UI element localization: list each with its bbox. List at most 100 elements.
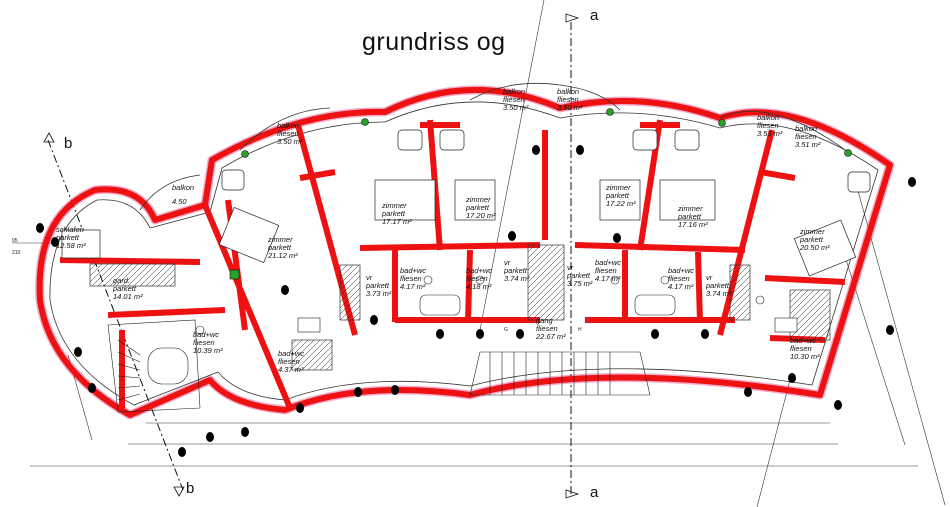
svg-text:parkett: parkett <box>503 266 528 275</box>
svg-text:17.20 m²: 17.20 m² <box>466 211 496 220</box>
sanitary-fixtures <box>195 275 798 335</box>
armchairs <box>221 129 871 193</box>
svg-text:balkon: balkon <box>172 183 194 192</box>
svg-text:3.51 m²: 3.51 m² <box>795 140 821 149</box>
svg-text:zimmer: zimmer <box>605 183 631 192</box>
svg-text:gard.: gard. <box>113 276 130 285</box>
svg-text:fliesen: fliesen <box>668 274 690 283</box>
room-label-balkon-0: balkon 4.50 <box>172 183 194 206</box>
svg-text:parkett: parkett <box>465 203 490 212</box>
svg-text:bad+wc: bad+wc <box>668 266 694 275</box>
svg-text:21.12 m²: 21.12 m² <box>267 251 298 260</box>
svg-text:17.17 m²: 17.17 m² <box>382 217 412 226</box>
svg-text:balkon: balkon <box>277 121 299 130</box>
staircases <box>107 319 651 413</box>
svg-text:zimmer: zimmer <box>465 195 491 204</box>
svg-text:H: H <box>578 327 582 333</box>
svg-text:fliesen: fliesen <box>595 266 617 275</box>
svg-text:fliesen: fliesen <box>277 129 299 138</box>
svg-text:fliesen: fliesen <box>503 95 525 104</box>
svg-text:17.22 m²: 17.22 m² <box>606 199 636 208</box>
svg-text:bad+wc: bad+wc <box>278 349 304 358</box>
svg-text:bad+wc: bad+wc <box>466 266 492 275</box>
svg-text:G: G <box>504 327 508 333</box>
svg-text:22.67 m²: 22.67 m² <box>535 332 566 341</box>
svg-text:parkett: parkett <box>605 191 630 200</box>
svg-text:3.50 m²: 3.50 m² <box>277 137 303 146</box>
svg-text:fliesen: fliesen <box>790 344 812 353</box>
svg-text:parkett: parkett <box>677 212 702 221</box>
svg-text:parkett: parkett <box>365 281 390 290</box>
svg-text:4.18 m²: 4.18 m² <box>466 282 492 291</box>
svg-text:balkon: balkon <box>795 124 817 133</box>
outer-walls <box>35 85 895 420</box>
svg-text:3.50 m²: 3.50 m² <box>557 103 583 112</box>
svg-text:17.16 m²: 17.16 m² <box>678 220 708 229</box>
svg-text:zimmer: zimmer <box>381 201 407 210</box>
beds <box>61 179 857 277</box>
svg-text:balkon: balkon <box>503 87 525 96</box>
svg-text:bad+wc: bad+wc <box>595 258 621 267</box>
svg-text:balkon: balkon <box>757 113 779 122</box>
svg-text:bad+wc: bad+wc <box>400 266 426 275</box>
leader-lines <box>479 0 791 507</box>
svg-text:fliesen: fliesen <box>795 132 817 141</box>
svg-text:vr: vr <box>706 273 713 282</box>
svg-text:fliesen: fliesen <box>278 357 300 366</box>
svg-text:parkett: parkett <box>55 233 80 242</box>
svg-text:10.30 m²: 10.30 m² <box>790 352 820 361</box>
svg-text:fliesen: fliesen <box>536 324 558 333</box>
svg-text:fliesen: fliesen <box>757 121 779 130</box>
svg-text:10.39 m²: 10.39 m² <box>193 346 223 355</box>
svg-text:zimmer: zimmer <box>677 204 703 213</box>
plan-title: grundriss og <box>362 28 506 56</box>
svg-text:3.74 m²: 3.74 m² <box>706 289 732 298</box>
svg-text:fliesen: fliesen <box>193 338 215 347</box>
svg-text:4.50: 4.50 <box>172 197 187 206</box>
svg-text:bad+wc: bad+wc <box>193 330 219 339</box>
svg-text:20.50 m²: 20.50 m² <box>799 243 830 252</box>
section-arrows <box>43 13 580 499</box>
svg-text:schlafen: schlafen <box>56 225 84 234</box>
svg-text:3.50 m²: 3.50 m² <box>503 103 529 112</box>
svg-text:parkett: parkett <box>381 209 406 218</box>
svg-text:4.37 m²: 4.37 m² <box>278 365 304 374</box>
svg-text:parkett: parkett <box>112 284 137 293</box>
svg-text:bad+wc: bad+wc <box>790 336 816 345</box>
svg-text:vr: vr <box>366 273 373 282</box>
svg-text:fliesen: fliesen <box>466 274 488 283</box>
svg-text:balkon: balkon <box>557 87 579 96</box>
dimension-markers <box>36 145 916 457</box>
svg-text:4.17 m²: 4.17 m² <box>400 282 426 291</box>
interior-walls <box>59 119 846 410</box>
service-shafts <box>89 244 831 371</box>
svg-text:parkett: parkett <box>566 271 591 280</box>
svg-text:gang: gang <box>536 316 554 325</box>
svg-text:vr: vr <box>504 258 511 267</box>
section-a-top-label: a <box>590 7 599 24</box>
svg-text:4.17 m²: 4.17 m² <box>595 274 621 283</box>
svg-text:parkett: parkett <box>267 243 292 252</box>
svg-text:vr: vr <box>567 263 574 272</box>
svg-text:95: 95 <box>12 238 18 244</box>
svg-text:3.73 m²: 3.73 m² <box>366 289 392 298</box>
svg-text:3.53 m²: 3.53 m² <box>757 129 783 138</box>
svg-text:12.58 m²: 12.58 m² <box>56 241 86 250</box>
svg-text:parkett: parkett <box>799 235 824 244</box>
